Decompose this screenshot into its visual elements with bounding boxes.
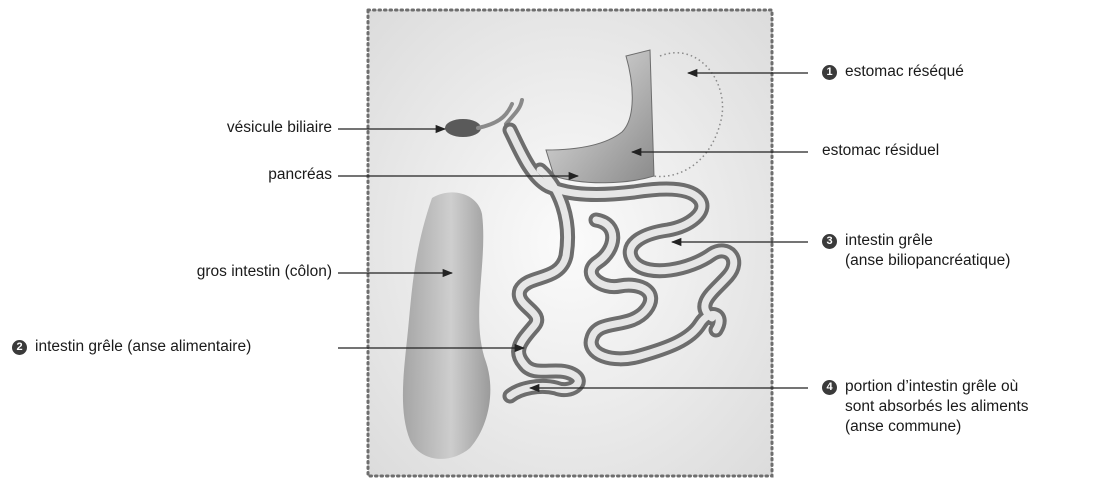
label-estomac-reseque-text: estomac réséqué <box>845 63 964 80</box>
label-anse-biliopancreatique: 3 intestin grêle (anse biliopancréatique) <box>822 231 1010 271</box>
label-estomac-reseque: 1 estomac réséqué <box>822 62 964 82</box>
label-vesicule-biliaire: vésicule biliaire <box>227 118 332 138</box>
label-anse-commune: 4 portion d’intestin grêle où sont absorb… <box>822 377 1029 437</box>
gallbladder-shape <box>445 119 481 137</box>
label-anse-biliopancreatique-line2: (anse biliopancréatique) <box>822 251 1010 271</box>
label-anse-commune-line3: (anse commune) <box>822 417 1029 437</box>
label-anse-commune-line2: sont absorbés les aliments <box>822 397 1029 417</box>
label-anse-alimentaire-text: intestin grêle (anse alimentaire) <box>35 338 251 355</box>
label-anse-biliopancreatique-line1: intestin grêle <box>845 232 933 249</box>
label-pancreas: pancréas <box>268 165 332 185</box>
label-estomac-residuel: estomac résiduel <box>822 141 939 161</box>
number-badge-4: 4 <box>822 380 837 395</box>
number-badge-2: 2 <box>12 340 27 355</box>
label-anse-commune-line1: portion d’intestin grêle où <box>845 378 1018 395</box>
number-badge-3: 3 <box>822 234 837 249</box>
label-anse-alimentaire: 2 intestin grêle (anse alimentaire) <box>12 337 251 357</box>
label-gros-intestin: gros intestin (côlon) <box>197 262 332 282</box>
number-badge-1: 1 <box>822 65 837 80</box>
